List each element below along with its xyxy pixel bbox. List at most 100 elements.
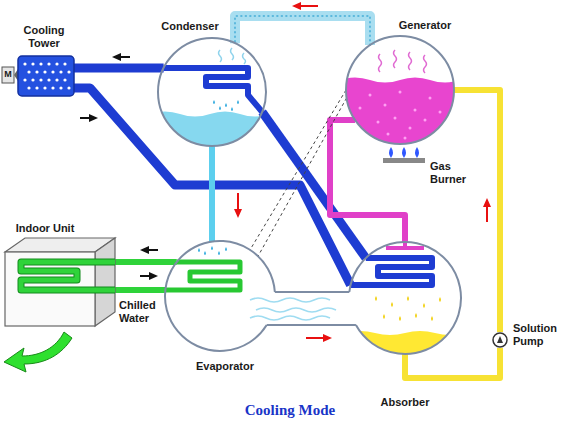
- chilled-water-pipe: [115, 287, 165, 293]
- water-drop: [51, 86, 54, 89]
- water-drop: [31, 78, 34, 81]
- water-drop: [63, 62, 66, 65]
- shape-outline: [158, 38, 266, 146]
- cooling-water-pipe: [74, 64, 164, 73]
- water-drop: [39, 78, 42, 81]
- vessel-outline: [158, 38, 266, 146]
- water-drop: [31, 62, 34, 65]
- flow-arrow: [306, 334, 332, 342]
- water-drop: [59, 70, 62, 73]
- pipe-group: [74, 16, 500, 378]
- water-drop: [39, 62, 42, 65]
- water-drop: [55, 78, 58, 81]
- neck-outline: [267, 324, 356, 326]
- shape-outline: [5, 238, 115, 326]
- component-label: Condenser: [161, 20, 218, 33]
- motor-symbol: [2, 67, 14, 83]
- condensate-group: [150, 112, 270, 151]
- flow-arrow: [292, 2, 318, 10]
- shape-outline: [349, 242, 461, 354]
- absorber-vessel: Absorber: [349, 242, 461, 354]
- water-drop: [43, 86, 46, 89]
- boiling-solution: [340, 78, 460, 151]
- solution-pipe: [330, 120, 405, 242]
- water-drop: [63, 78, 66, 81]
- chilled-water-pipe: [115, 259, 177, 265]
- indoor-unit: Indoor Unit: [5, 238, 115, 326]
- dashed-line: [258, 98, 347, 256]
- coil-casing: [21, 262, 115, 290]
- water-drop: [47, 78, 50, 81]
- evaporator-coil: [165, 262, 240, 290]
- flow-label: Chilled Water: [119, 299, 156, 325]
- vessel-outline: [165, 241, 275, 351]
- neck-outline: [275, 291, 349, 293]
- vessel-interior: [165, 241, 275, 351]
- pipe-decoration-group: [235, 16, 370, 45]
- water-drop: [23, 62, 26, 65]
- water-drop: [43, 70, 46, 73]
- shape-outline: [346, 36, 454, 144]
- water-drop: [35, 86, 38, 89]
- flow-arrow: [112, 53, 130, 61]
- flow-arrow: [80, 114, 98, 122]
- flow-arrow: [234, 193, 242, 218]
- diagram-caption: Cooling Mode: [245, 401, 335, 419]
- vessel-outline: [346, 36, 454, 144]
- flow-arrow: [140, 272, 158, 280]
- motor-label: M: [4, 69, 12, 80]
- pump-symbol: [497, 336, 503, 343]
- solution-group: [340, 78, 460, 151]
- unit-side: [95, 238, 115, 326]
- cooling-tower: Cooling Tower: [18, 56, 74, 96]
- condenser-vessel: Condenser: [158, 38, 266, 146]
- shape-outline: [492, 332, 508, 348]
- vapor-squiggle: [379, 50, 427, 73]
- shape-outline: [165, 241, 275, 351]
- indoor-coil: [21, 262, 115, 290]
- component-label: Absorber: [381, 396, 430, 409]
- water-drop: [27, 86, 30, 89]
- pump-body: [493, 333, 507, 347]
- condensate-drops: [213, 100, 239, 111]
- water-drop: [67, 70, 70, 73]
- water-drop: [35, 70, 38, 73]
- flow-arrow: [140, 246, 158, 254]
- refrigerant-pipe: [209, 146, 215, 242]
- dashed-line: [250, 90, 346, 250]
- burner-base: [383, 158, 425, 163]
- pipe-dots: [235, 16, 370, 45]
- component-label: Generator: [399, 19, 452, 32]
- evaporator-vessel: Evaporator: [165, 241, 275, 351]
- condenser-coil: [164, 68, 263, 112]
- air-flow-arrow: [4, 332, 72, 372]
- vessel-outline: [349, 242, 461, 354]
- condensate-liquid: [150, 112, 270, 151]
- component-label: Indoor Unit: [16, 222, 75, 235]
- component-label: Cooling Tower: [24, 24, 65, 50]
- bubbles: [359, 91, 442, 140]
- component-label: Evaporator: [196, 360, 254, 373]
- cooling-water-pipe: [262, 112, 366, 258]
- vapor-squiggle: [219, 48, 246, 64]
- burner-label: Gas Burner: [430, 160, 466, 186]
- shape-outline: [18, 56, 74, 96]
- water-drop: [59, 86, 62, 89]
- water-drop: [47, 62, 50, 65]
- water-drop: [67, 86, 70, 89]
- vapor-pipe: [235, 16, 370, 45]
- flow-arrow: [483, 198, 491, 222]
- water-drop: [27, 70, 30, 73]
- water-drop: [23, 78, 26, 81]
- solution-pump: Solution Pump: [492, 332, 508, 348]
- burner-flame: [389, 147, 419, 158]
- water-drop: [55, 62, 58, 65]
- tower-body: [18, 56, 74, 96]
- vapor-waves: [250, 298, 336, 320]
- water-drop: [51, 70, 54, 73]
- generator-vessel: Generator: [346, 36, 454, 144]
- component-label: Solution Pump: [513, 322, 557, 348]
- refrigerant-drops: [198, 246, 227, 255]
